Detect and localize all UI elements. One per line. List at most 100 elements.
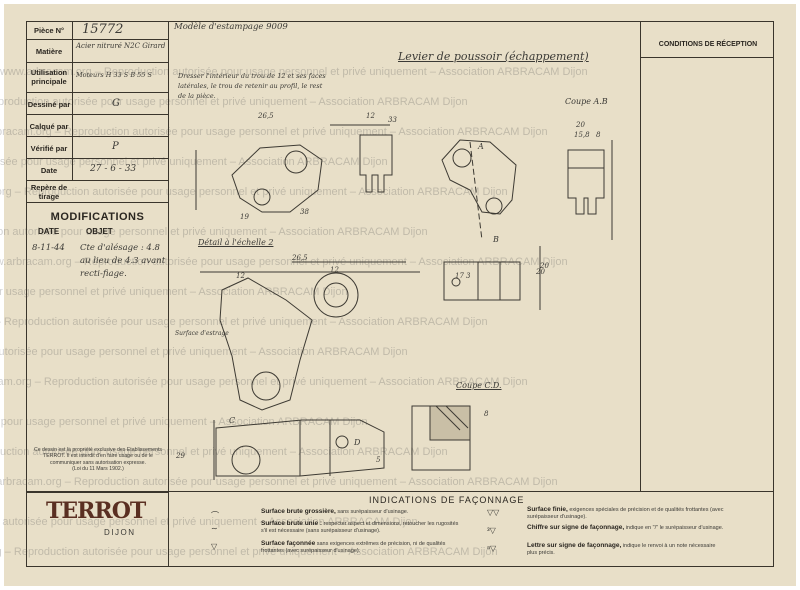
hatch-line — [445, 405, 469, 429]
indication-text: sans surépaisseur d'usinage. — [337, 509, 409, 515]
drawing-title: Levier de poussoir (échappement) — [398, 50, 589, 63]
dimension-label: 12 — [366, 112, 375, 120]
detail-hole — [323, 282, 349, 308]
watermark-text: www.arbracam.org – Reproduction autorisé… — [0, 126, 548, 138]
dimension-label: 29 — [176, 452, 185, 460]
section-ab-view — [567, 149, 605, 215]
dimension-label: 15,8 — [574, 131, 590, 139]
marker-c: C — [229, 416, 236, 425]
property-notice-text: Ce dessin est la propriété exclusive des… — [33, 447, 163, 466]
dimension-label: 8 — [596, 131, 601, 139]
property-notice: Ce dessin est la propriété exclusive des… — [30, 447, 166, 472]
verifie-label: Vérifié par — [30, 144, 68, 153]
watermark-text: www.arbracam.org – Reproduction autorisé… — [0, 286, 348, 298]
modifications-objet-header: OBJET — [86, 227, 113, 236]
indication-head: Surface brute unie : — [261, 520, 323, 527]
property-notice-law: (Loi du 11 Mars 1902.) — [72, 465, 124, 472]
dessine-row: Dessiné par G — [26, 93, 169, 115]
section-ab-label: Coupe A.B — [565, 97, 608, 106]
indication-item: Surface façonnée sans exigences extrêmes… — [261, 540, 461, 554]
finished-surface-symbol: ▽▽ — [487, 508, 500, 517]
section-cd-label: Coupe C.D. — [456, 381, 502, 390]
lever-hole — [485, 197, 503, 215]
detail-scale-label: Détail à l'échelle 2 — [198, 238, 274, 247]
fork-front-view — [443, 261, 521, 301]
calque-label: Calqué par — [29, 122, 69, 131]
watermark-text: www.arbracam.org – Reproduction autorisé… — [0, 226, 428, 238]
reception-conditions-column: CONDITIONS DE RÉCEPTION — [640, 21, 774, 491]
detail-lever-outline — [219, 277, 313, 411]
repere-row: Repère de tirage — [26, 181, 169, 203]
watermark-text: www.arbracam.org – Reproduction autorisé… — [0, 446, 448, 458]
title-block: Pièce N° 15772 Matière Acier nitruré N2C… — [26, 21, 169, 567]
watermark-text: www.arbracam.org – Reproduction autorisé… — [0, 66, 588, 78]
indication-head: Surface brute grossière, — [261, 508, 336, 515]
indication-head: Surface finie, — [527, 506, 568, 513]
repere-label: Repère de tirage — [30, 183, 68, 201]
utilisation-row: Utilisation principale Moteurs H 33 S B … — [26, 63, 169, 93]
dimension-label: 26,5 — [292, 254, 308, 262]
terrot-logo: TERROT DIJON — [46, 498, 146, 542]
indication-item: Lettre sur signe de façonnage, indique l… — [527, 542, 727, 556]
watermark-text: www.arbracam.org – Reproduction autorisé… — [0, 346, 408, 358]
modifications-title: MODIFICATIONS — [50, 211, 145, 223]
detail-boss — [313, 272, 359, 318]
section-line-ab — [469, 141, 483, 241]
logo-divider — [26, 491, 169, 493]
dimension-label: 3 — [466, 272, 471, 280]
fork-pin-hole — [451, 277, 461, 287]
dimension-label: 5 — [376, 456, 381, 464]
indication-text: respecter aspect et dimensions, retouche… — [261, 521, 459, 534]
indication-head: Chiffre sur signe de façonnage, — [527, 524, 625, 531]
dimension-label: 20 — [540, 262, 549, 270]
number-symbol: ³▽ — [487, 526, 496, 535]
verifie-row: Vérifié par P — [26, 137, 169, 159]
lever-hole — [253, 188, 271, 206]
date-value: 27 - 6 - 33 — [90, 164, 137, 174]
indication-item: Surface brute grossière, sans surépaisse… — [261, 508, 461, 516]
lever-outline-top-right — [441, 139, 517, 215]
utilisation-value: Moteurs H 33 S B 55 S — [76, 71, 152, 79]
indication-text: sans exigences extrêmes de précision, ni… — [261, 541, 446, 554]
detail-lower-hole — [251, 371, 281, 401]
machining-note: Dresser l'intérieur du trou de 12 et ses… — [178, 72, 326, 100]
watermark-text: www.arbracam.org – Reproduction autorisé… — [0, 376, 528, 388]
dimension-label: 19 — [240, 213, 249, 221]
model-note: Modèle d'estampage 9009 — [174, 22, 288, 32]
lever-outline-top-left — [231, 144, 323, 213]
watermark-text: www.arbracam.org – Reproduction autorisé… — [0, 476, 558, 488]
side-note: Surface d'estrage — [175, 330, 229, 337]
date-label: Date — [40, 166, 58, 175]
logo-city: DIJON — [104, 528, 136, 537]
indication-head: Surface façonnée — [261, 540, 316, 547]
dimension-label: 12 — [330, 266, 339, 274]
dimension-label: 12 — [236, 272, 245, 280]
letter-symbol: ᵃ▽ — [487, 544, 497, 553]
conditions-divider — [641, 57, 773, 58]
watermark-text: www.arbracam.org – Reproduction autorisé… — [0, 156, 388, 168]
indications-title: INDICATIONS DE FAÇONNAGE — [369, 495, 525, 505]
matiere-value: Acier nitruré N2C Girard — [76, 42, 166, 50]
dimension-label: 38 — [300, 208, 309, 216]
watermark-text: www.arbracam.org – Reproduction autorisé… — [0, 516, 418, 528]
watermark-text: www.arbracam.org – Reproduction autorisé… — [0, 416, 368, 428]
watermark-text: www.arbracam.org – Reproduction autorisé… — [0, 256, 568, 268]
date-row: Date 27 - 6 - 33 — [26, 159, 169, 181]
matiere-row: Matière Acier nitruré N2C Girard — [26, 40, 169, 63]
dessine-value: G — [112, 98, 120, 109]
indication-item: Chiffre sur signe de façonnage, indique … — [527, 524, 727, 532]
lever-hole — [284, 150, 308, 174]
dimension-label: 20 — [576, 121, 585, 129]
marker-a: A — [478, 142, 484, 151]
hatch-line — [435, 405, 461, 431]
watermark-text: www.arbracam.org – Reproduction autorisé… — [0, 546, 498, 558]
machined-surface-symbol: ▽ — [211, 542, 218, 551]
calque-row: Calqué par — [26, 115, 169, 137]
blueprint-sheet — [4, 4, 796, 586]
indication-item: Surface finie, exigences spéciales de pr… — [527, 506, 727, 520]
piece-number: 15772 — [82, 22, 124, 37]
matiere-label: Matière — [35, 47, 63, 56]
dessine-label: Dessiné par — [27, 100, 71, 109]
dimension-label: 8 — [484, 410, 489, 418]
